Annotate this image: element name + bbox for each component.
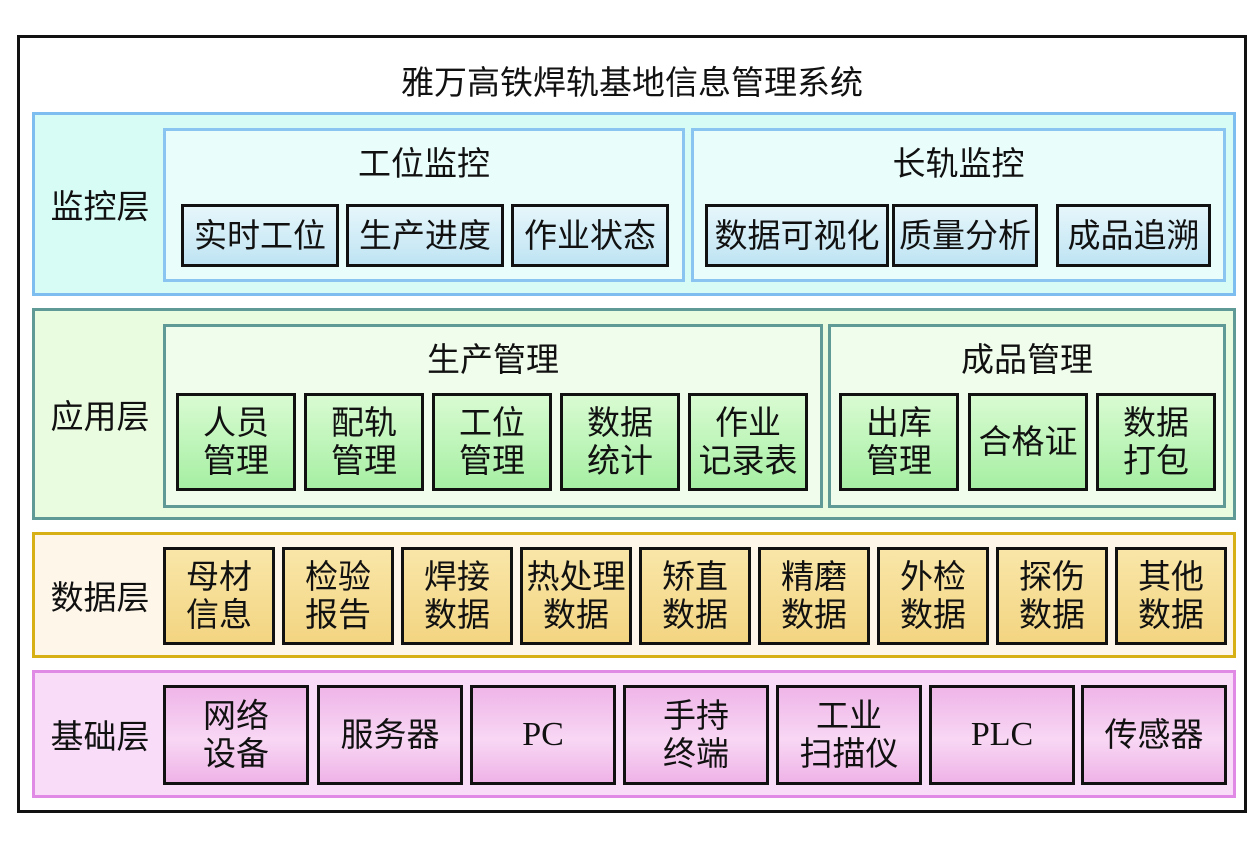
- group-product-management: 成品管理 出库 管理 合格证 数据 打包: [828, 324, 1226, 508]
- module-box: 人员 管理: [176, 393, 296, 491]
- module-box: 作业状态: [511, 204, 669, 267]
- device-box: 网络 设备: [163, 685, 309, 785]
- group-rail-monitoring: 长轨监控 数据可视化 质量分析 成品追溯: [691, 128, 1226, 282]
- device-box: 工业 扫描仪: [776, 685, 922, 785]
- module-box: 数据 统计: [560, 393, 680, 491]
- group-title: 生产管理: [427, 340, 559, 379]
- module-box: 数据 打包: [1096, 393, 1216, 491]
- group-production-management: 生产管理 人员 管理 配轨 管理 工位 管理 数据 统计 作业 记录表: [163, 324, 823, 508]
- module-box: 配轨 管理: [304, 393, 424, 491]
- module-box: 作业 记录表: [688, 393, 808, 491]
- device-box: 传感器: [1081, 685, 1227, 785]
- module-box: 出库 管理: [839, 393, 959, 491]
- group-title: 成品管理: [961, 340, 1093, 379]
- system-frame: 雅万高铁焊轨基地信息管理系统 监控层 工位监控 实时工位 生产进度 作业状态 长…: [17, 35, 1247, 813]
- layer-label-base: 基础层: [50, 717, 150, 756]
- module-box: 合格证: [968, 393, 1088, 491]
- data-box: 焊接 数据: [401, 547, 513, 645]
- data-box: 热处理 数据: [520, 547, 632, 645]
- group-station-monitoring: 工位监控 实时工位 生产进度 作业状态: [163, 128, 685, 282]
- device-box: 服务器: [317, 685, 463, 785]
- diagram-title: 雅万高铁焊轨基地信息管理系统: [401, 63, 863, 102]
- module-box: 生产进度: [346, 204, 504, 267]
- layer-base: 基础层 网络 设备 服务器 PC 手持 终端 工业 扫描仪 PLC 传感器: [32, 670, 1236, 798]
- layer-monitoring: 监控层 工位监控 实时工位 生产进度 作业状态 长轨监控 数据可视化 质量分析 …: [32, 112, 1236, 296]
- data-box: 探伤 数据: [996, 547, 1108, 645]
- group-title: 工位监控: [358, 144, 490, 183]
- data-box: 外检 数据: [877, 547, 989, 645]
- device-box: 手持 终端: [623, 685, 769, 785]
- layer-label-application: 应用层: [50, 397, 150, 436]
- layer-label-monitoring: 监控层: [50, 187, 150, 226]
- module-box: 数据可视化: [705, 204, 889, 267]
- layer-label-data: 数据层: [50, 578, 150, 617]
- module-box: 成品追溯: [1056, 204, 1211, 267]
- layer-application: 应用层 生产管理 人员 管理 配轨 管理 工位 管理 数据 统计 作业 记录表 …: [32, 308, 1236, 520]
- module-box: 工位 管理: [432, 393, 552, 491]
- data-box: 其他 数据: [1115, 547, 1227, 645]
- data-box: 精磨 数据: [758, 547, 870, 645]
- module-box: 质量分析: [892, 204, 1038, 267]
- device-box: PC: [470, 685, 616, 785]
- data-box: 检验 报告: [282, 547, 394, 645]
- data-box: 矫直 数据: [639, 547, 751, 645]
- device-box: PLC: [929, 685, 1075, 785]
- data-box: 母材 信息: [163, 547, 275, 645]
- layer-data: 数据层 母材 信息 检验 报告 焊接 数据 热处理 数据 矫直 数据 精磨 数据…: [32, 532, 1236, 658]
- group-title: 长轨监控: [892, 144, 1025, 183]
- module-box: 实时工位: [181, 204, 339, 267]
